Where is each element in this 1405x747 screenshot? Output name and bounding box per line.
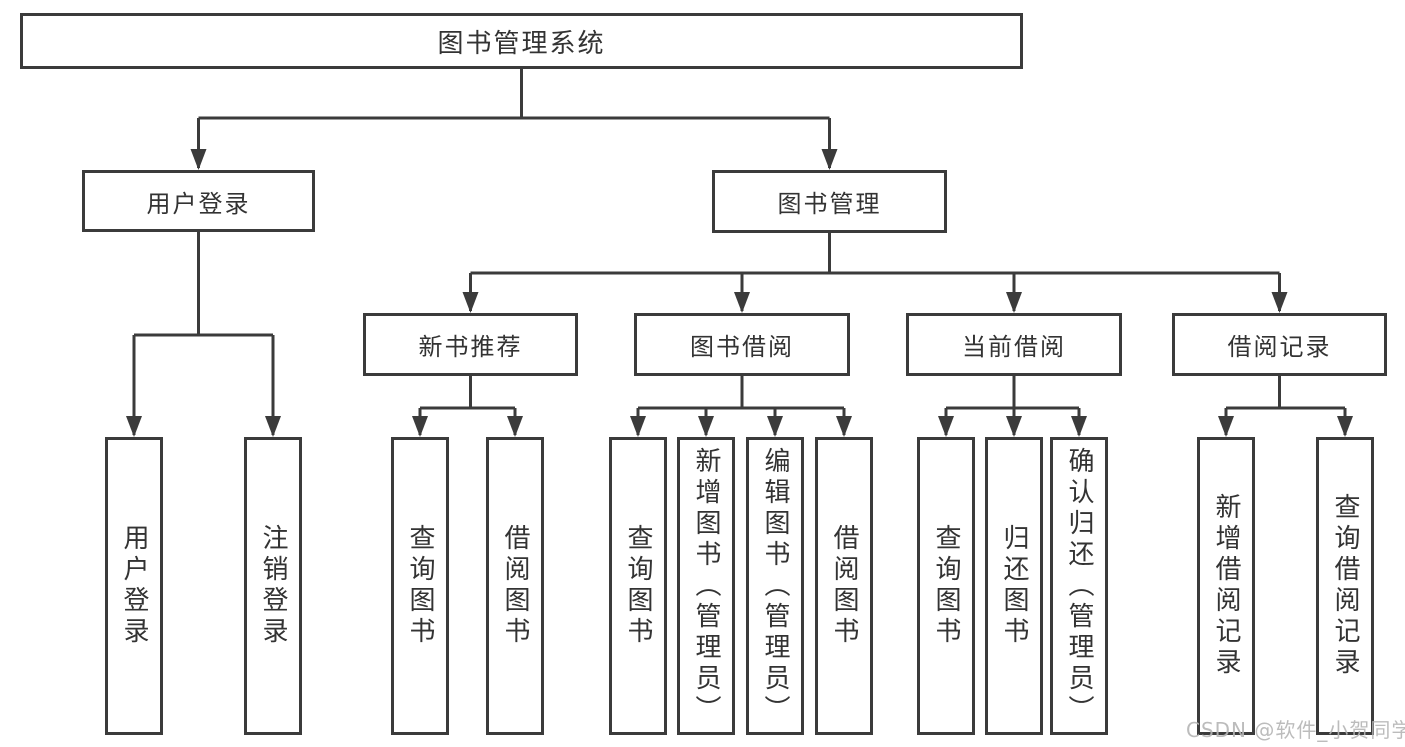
node-book-management: 图书管理	[712, 170, 947, 233]
leaf-label: 查询借阅记录	[1330, 493, 1360, 679]
connector-user-login-rail	[134, 232, 273, 337]
leaf-label: 新增图书（管理员）	[691, 446, 721, 726]
leaf-confirm-return-admin: 确认归还（管理员）	[1050, 437, 1108, 735]
connector-book-borrow-rail	[638, 376, 844, 410]
node-label: 当前借阅	[962, 333, 1066, 361]
leaf-logout: 注销登录	[244, 437, 302, 735]
leaf-label: 新增借阅记录	[1211, 493, 1241, 679]
leaf-label: 用户登录	[119, 524, 149, 648]
connector-new-book-rail	[420, 376, 515, 410]
node-root-system: 图书管理系统	[20, 13, 1023, 69]
leaf-return-books: 归还图书	[985, 437, 1043, 735]
leaf-query-books: 查询图书	[609, 437, 667, 735]
leaf-label: 确认归还（管理员）	[1064, 446, 1094, 726]
leaf-add-books-admin: 新增图书（管理员）	[677, 437, 735, 735]
leaf-query-borrow-record: 查询借阅记录	[1316, 437, 1374, 735]
node-borrowing-records: 借阅记录	[1172, 313, 1387, 376]
leaf-borrow-books: 借阅图书	[815, 437, 873, 735]
node-user-login: 用户登录	[82, 170, 315, 232]
node-label: 图书借阅	[690, 333, 794, 361]
leaf-borrow-books: 借阅图书	[486, 437, 544, 735]
leaf-label: 查询图书	[405, 524, 435, 648]
node-label: 用户登录	[146, 189, 251, 218]
leaf-label: 查询图书	[931, 524, 961, 648]
node-book-borrowing: 图书借阅	[634, 313, 850, 376]
leaf-edit-books-admin: 编辑图书（管理员）	[746, 437, 804, 735]
connector-borrow-record-rail	[1226, 376, 1345, 410]
leaf-label: 编辑图书（管理员）	[760, 446, 790, 726]
leaf-query-books: 查询图书	[917, 437, 975, 735]
leaf-label: 归还图书	[999, 524, 1029, 648]
leaf-label: 借阅图书	[829, 524, 859, 648]
node-label: 新书推荐	[418, 333, 523, 361]
connector-root-rail	[198, 69, 830, 120]
leaf-add-borrow-record: 新增借阅记录	[1197, 437, 1255, 735]
node-label: 图书管理	[777, 190, 882, 218]
connector-book-mgmt-rail	[470, 233, 1280, 275]
leaf-label: 注销登录	[258, 524, 288, 648]
leaf-label: 查询图书	[623, 524, 653, 648]
node-label: 借阅记录	[1227, 333, 1332, 361]
leaf-user-login: 用户登录	[105, 437, 163, 735]
leaf-query-books: 查询图书	[391, 437, 449, 735]
node-label: 图书管理系统	[437, 28, 606, 59]
node-current-borrowing: 当前借阅	[906, 313, 1122, 376]
connector-current-borrow-rail	[946, 376, 1079, 410]
leaf-label: 借阅图书	[500, 524, 530, 648]
csdn-watermark: CSDN @软件_小贺同学	[1186, 718, 1405, 742]
node-new-book-recommendation: 新书推荐	[363, 313, 578, 376]
